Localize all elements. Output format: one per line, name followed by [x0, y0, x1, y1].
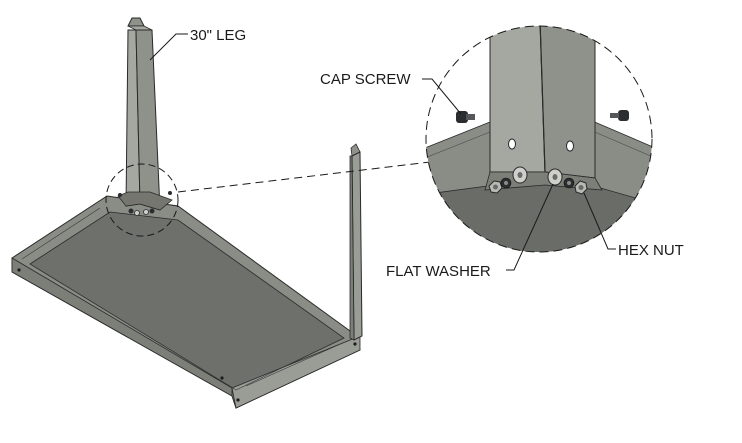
detail-circle	[425, 25, 653, 253]
detail-hardware	[456, 110, 629, 195]
left-leg	[117, 17, 173, 211]
label-cap-screw: CAP SCREW	[320, 71, 411, 88]
leg-face-right	[135, 29, 161, 211]
cap-screw-left	[456, 111, 475, 123]
callouts: 30" LEG CAP SCREW FLAT WASHER HEX NUT	[149, 27, 684, 280]
label-flat-washer: FLAT WASHER	[386, 263, 491, 280]
left-leg-hardware	[118, 191, 172, 216]
detail-view	[426, 26, 652, 252]
label-hex-nut: HEX NUT	[618, 242, 684, 259]
tray-right-edge	[231, 335, 361, 409]
right-leg	[349, 143, 363, 341]
cap-screw-right	[610, 110, 629, 121]
tray	[11, 195, 361, 409]
tray-front-edge	[11, 257, 233, 397]
detail-callout-circle	[105, 163, 179, 237]
label-leg: 30" LEG	[190, 27, 246, 44]
